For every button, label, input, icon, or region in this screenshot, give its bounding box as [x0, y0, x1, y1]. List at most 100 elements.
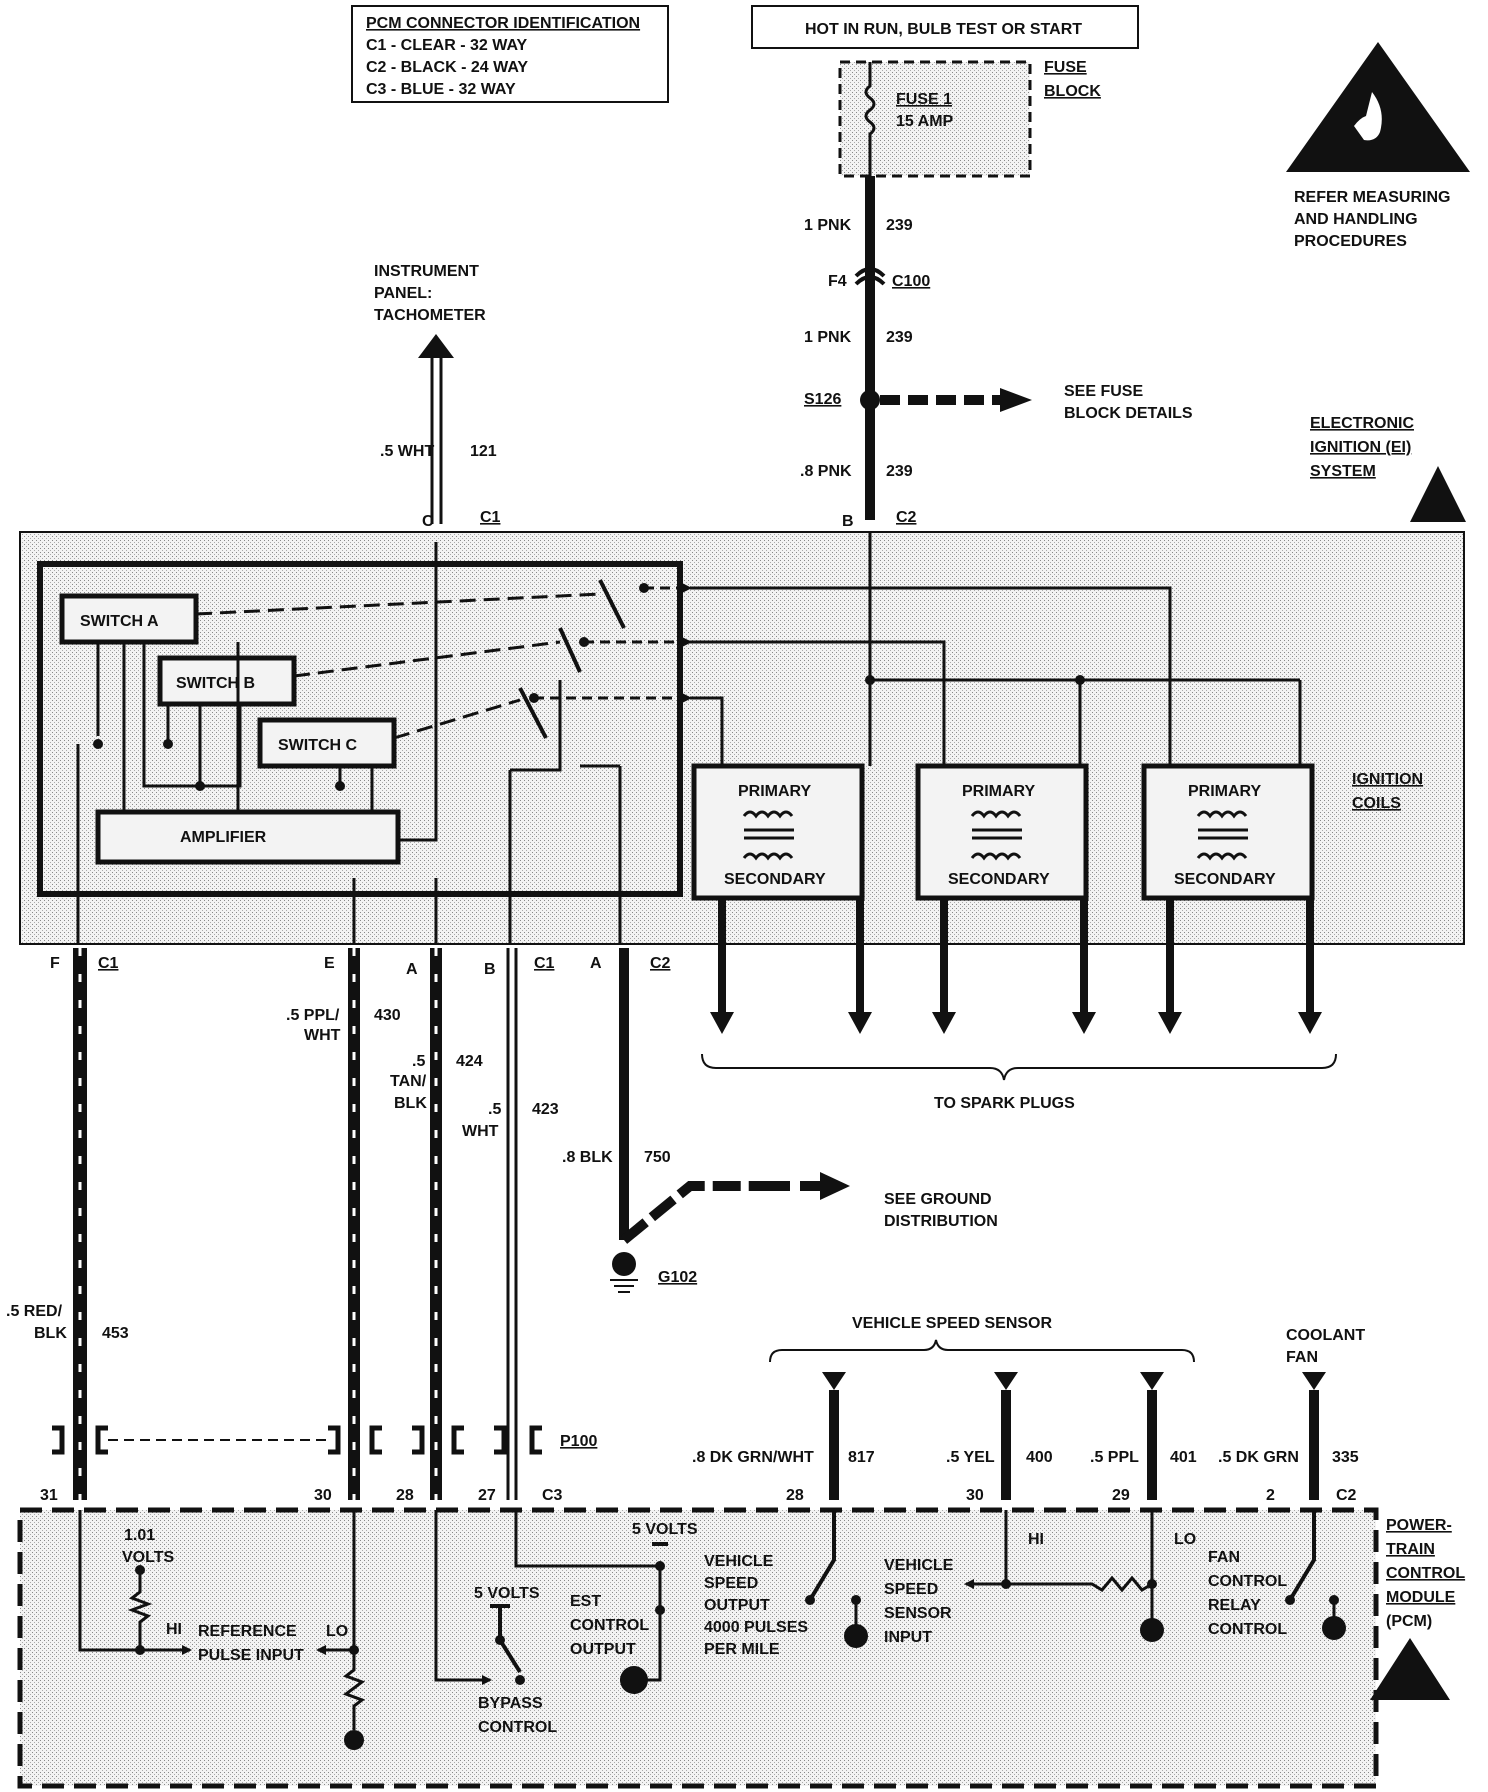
vehicle-speed-sensor: VEHICLE SPEED SENSOR COOLANT FAN .8 DK G… [692, 1315, 1365, 1504]
vso-label: OUTPUT [704, 1597, 770, 1614]
ignition-coils-label: COILS [1352, 795, 1401, 812]
feed-wire-239: 1 PNK 239 F4 C100 1 PNK 239 S126 SEE FUS… [800, 176, 1193, 530]
wire-circuit: 453 [102, 1325, 129, 1342]
pcm-module: POWER- TRAIN CONTROL MODULE (PCM) 1.01 V… [17, 1507, 1465, 1789]
pcm-id-row: C1 - CLEAR - 32 WAY [366, 37, 528, 54]
splice-s126 [860, 390, 880, 410]
volts-label: 1.01 [124, 1527, 155, 1544]
wire-gauge: .5 RED/ [6, 1303, 63, 1320]
pin-label: B [842, 513, 854, 530]
wire-gauge: BLK [34, 1325, 67, 1342]
ground-text: SEE GROUND [884, 1191, 992, 1208]
primary-label: PRIMARY [1188, 783, 1262, 800]
primary-label: PRIMARY [738, 783, 812, 800]
fuse-name: FUSE 1 [896, 91, 952, 108]
ref-label: PULSE INPUT [198, 1647, 304, 1664]
connector-label: C2 [650, 955, 671, 972]
wire-gauge: .5 DK GRN [1218, 1449, 1299, 1466]
ei-system-label: ELECTRONIC IGNITION (EI) SYSTEM [1310, 415, 1466, 522]
pin-label: 28 [786, 1487, 804, 1504]
fuse-block: FUSE 1 15 AMP FUSE BLOCK [838, 59, 1101, 178]
coolant-fan-label: COOLANT [1286, 1327, 1365, 1344]
pin-label: 2 [1266, 1487, 1275, 1504]
wire-gauge: .5 [488, 1101, 501, 1118]
vss-title: VEHICLE SPEED SENSOR [852, 1315, 1052, 1332]
wire-circuit: 239 [886, 217, 913, 234]
fan-control-label: CONTROL [1208, 1621, 1287, 1638]
spark-plugs-label: TO SPARK PLUGS [934, 1095, 1075, 1112]
pcm-title: TRAIN [1386, 1541, 1435, 1558]
vso-label: SPEED [704, 1575, 758, 1592]
wire-gauge: .5 PPL/ [286, 1007, 340, 1024]
pcm-title: MODULE [1386, 1589, 1456, 1606]
amplifier-label: AMPLIFIER [180, 829, 267, 846]
fuse-block-label: FUSE [1044, 59, 1087, 76]
pcm-title: CONTROL [1386, 1565, 1465, 1582]
pin-label: 27 [478, 1487, 496, 1504]
tach-label: TACHOMETER [374, 307, 486, 324]
pin-label: A [590, 955, 602, 972]
ignition-coil: PRIMARY SECONDARY [691, 763, 865, 901]
wire-circuit: 423 [532, 1101, 559, 1118]
fan-control-label: CONTROL [1208, 1573, 1287, 1590]
pcm-connector-id-box: PCM CONNECTOR IDENTIFICATION C1 - CLEAR … [351, 5, 669, 103]
ground-g102-icon [612, 1252, 636, 1276]
hi-label: HI [1028, 1531, 1044, 1548]
connector-name: C100 [892, 273, 930, 290]
harness-wires [73, 948, 850, 1500]
wire-gauge: .5 YEL [946, 1449, 995, 1466]
pin-label: F [50, 955, 60, 972]
wire-gauge: .5 WHT [380, 443, 434, 460]
connector-label: C1 [480, 509, 501, 526]
pcm-title: (PCM) [1386, 1613, 1432, 1630]
bypass-label: BYPASS [478, 1695, 543, 1712]
wire-circuit: 817 [848, 1449, 875, 1466]
secondary-label: SECONDARY [724, 871, 826, 888]
wire-gauge: WHT [462, 1123, 499, 1140]
wire-circuit: 401 [1170, 1449, 1197, 1466]
ignition-coil: PRIMARY SECONDARY [1141, 763, 1315, 901]
ground-name: G102 [658, 1269, 697, 1286]
esd-pcm-icon [1370, 1638, 1450, 1700]
wire-gauge: .8 DK GRN/WHT [692, 1449, 814, 1466]
ref-label: REFERENCE [198, 1623, 297, 1640]
wire-circuit: 750 [644, 1149, 671, 1166]
fuse-symbol [864, 62, 876, 176]
fan-control-label: RELAY [1208, 1597, 1261, 1614]
connector-label: C2 [896, 509, 917, 526]
pcm-title: POWER- [1386, 1517, 1452, 1534]
wire-gauge: BLK [394, 1095, 427, 1112]
pin-label: 28 [396, 1487, 414, 1504]
tach-arrow-icon [418, 334, 454, 358]
vso-label: 4000 PULSES [704, 1619, 808, 1636]
switch-label: SWITCH A [80, 613, 159, 630]
secondary-label: SECONDARY [948, 871, 1050, 888]
connector-label: C2 [1336, 1487, 1357, 1504]
vso-label: PER MILE [704, 1641, 780, 1658]
wire-gauge: 1 PNK [804, 217, 852, 234]
wire-gauge: .5 [412, 1053, 425, 1070]
connector-label: C1 [534, 955, 555, 972]
fan-control-label: FAN [1208, 1549, 1240, 1566]
pin-label: 30 [966, 1487, 984, 1504]
p100-label: P100 [560, 1433, 597, 1450]
five-volts-label: 5 VOLTS [474, 1585, 540, 1602]
wire-circuit: 424 [456, 1053, 483, 1070]
connector-label: C3 [542, 1487, 563, 1504]
esd-small-icon [1410, 466, 1466, 522]
hot-in-run-box: HOT IN RUN, BULB TEST OR START [751, 5, 1139, 49]
esd-warning: REFER MEASURING AND HANDLING PROCEDURES [1286, 42, 1470, 250]
wire-circuit: 400 [1026, 1449, 1053, 1466]
pin-label: E [324, 955, 335, 972]
wire-gauge: .5 PPL [1090, 1449, 1139, 1466]
est-label: OUTPUT [570, 1641, 636, 1658]
ground-text: DISTRIBUTION [884, 1213, 998, 1230]
splice-label: S126 [804, 391, 841, 408]
ei-label: SYSTEM [1310, 463, 1376, 480]
fuse-block-label: BLOCK [1044, 83, 1101, 100]
ignition-coils-label: IGNITION [1352, 771, 1423, 788]
est-label: CONTROL [570, 1617, 649, 1634]
vssi-label: SENSOR [884, 1605, 952, 1622]
hot-in-run-label: HOT IN RUN, BULB TEST OR START [805, 21, 1082, 38]
volts-label: VOLTS [122, 1549, 174, 1566]
